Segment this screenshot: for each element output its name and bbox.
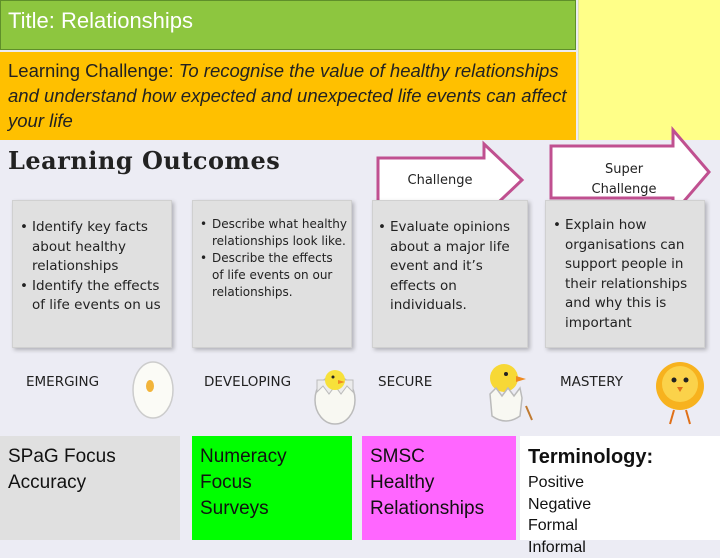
numeracy-title-line2: Focus: [200, 470, 344, 496]
spag-title: SPaG Focus: [8, 444, 172, 470]
smsc-panel: SMSC Healthy Relationships: [362, 436, 516, 540]
chick-in-egg-icon: [482, 354, 538, 426]
spag-text: Accuracy: [8, 470, 172, 496]
level-mastery: MASTERY: [560, 374, 623, 390]
learning-challenge: Learning Challenge: To recognise the val…: [8, 58, 574, 133]
term-item: Positive: [528, 472, 712, 494]
secure-outcomes: Evaluate opinions about a major life eve…: [378, 218, 526, 316]
page-title: Title: Relationships: [8, 8, 193, 34]
super-challenge-line1: Super: [605, 162, 644, 177]
learning-challenge-label: Learning Challenge:: [8, 60, 174, 81]
term-item: Negative: [528, 494, 712, 516]
list-item: Identify the effects of life events on u…: [20, 277, 168, 316]
numeracy-title-line1: Numeracy: [200, 444, 344, 470]
numeracy-focus-panel: Numeracy Focus Surveys: [192, 436, 352, 540]
challenge-arrow-label: Challenge: [408, 173, 473, 188]
egg-icon: [128, 354, 178, 422]
smsc-text-line1: Healthy: [370, 470, 508, 496]
list-item: Explain how organisations can support pe…: [553, 216, 703, 333]
smsc-title: SMSC: [370, 444, 508, 470]
level-emerging: EMERGING: [26, 374, 99, 390]
level-secure: SECURE: [378, 374, 432, 390]
list-item: Describe the effects of life events on o…: [200, 250, 348, 301]
spag-focus-panel: SPaG Focus Accuracy: [0, 436, 180, 540]
list-item: Evaluate opinions about a major life eve…: [378, 218, 526, 316]
yellow-corner-panel: [578, 0, 720, 140]
level-developing: DEVELOPING: [204, 374, 291, 390]
terminology-title: Terminology:: [528, 444, 712, 470]
developing-outcomes: Describe what healthy relationships look…: [200, 216, 348, 301]
list-item: Describe what healthy relationships look…: [200, 216, 348, 250]
list-item: Identify key facts about healthy relatio…: [20, 218, 168, 277]
term-item: Formal: [528, 515, 712, 537]
mastery-outcomes: Explain how organisations can support pe…: [553, 216, 703, 333]
chick-icon: [648, 350, 712, 430]
hatching-egg-icon: [308, 352, 362, 428]
learning-outcomes-heading: Learning Outcomes: [8, 146, 280, 175]
emerging-outcomes: Identify key facts about healthy relatio…: [20, 218, 168, 316]
terminology-panel: Terminology: Positive Negative Formal In…: [520, 436, 720, 540]
smsc-text-line2: Relationships: [370, 496, 508, 522]
numeracy-text: Surveys: [200, 496, 344, 522]
super-challenge-line2: Challenge: [592, 182, 657, 197]
